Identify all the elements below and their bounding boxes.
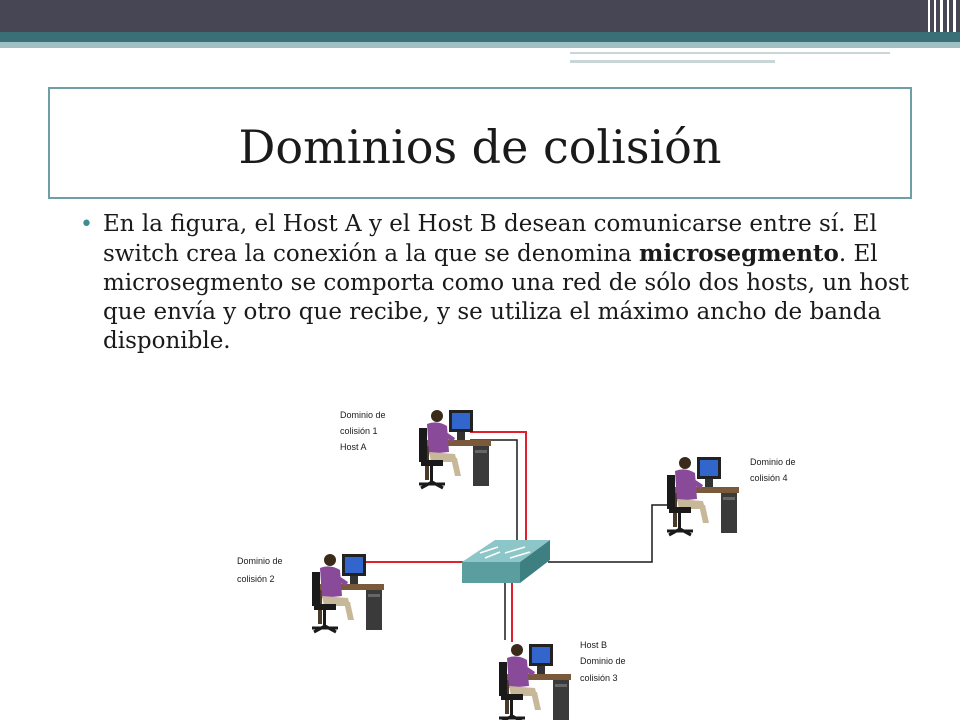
workstation-domain-4-icon [665, 455, 741, 537]
bullet-item: • En la figura, el Host A y el Host B de… [80, 210, 910, 356]
svg-text:Dominio de: Dominio de [750, 457, 796, 467]
header-band [0, 0, 960, 32]
svg-text:Host B: Host B [580, 640, 607, 650]
label-domain-1: Dominio de colisión 1 Host A [340, 410, 386, 452]
connection-lines [365, 431, 668, 642]
svg-text:Host A: Host A [340, 442, 367, 452]
header-rule-short [570, 60, 775, 63]
workstation-host-b-icon [497, 642, 573, 720]
header-light-band [0, 42, 960, 48]
svg-text:Dominio de: Dominio de [340, 410, 386, 420]
bullet-text-part-2: . El microsegmento se comporta como una … [103, 241, 910, 354]
svg-text:colisión 3: colisión 3 [580, 673, 618, 683]
bullet-text: En la figura, el Host A y el Host B dese… [103, 210, 910, 356]
label-domain-4: Dominio de colisión 4 [750, 457, 796, 483]
workstation-domain-2-icon [310, 552, 386, 634]
title-box: Dominios de colisión [48, 87, 912, 199]
switch-icon [462, 540, 550, 583]
slide-title: Dominios de colisión [238, 120, 722, 174]
bullet-dot: • [80, 212, 93, 237]
svg-text:colisión 1: colisión 1 [340, 426, 378, 436]
svg-text:colisión 4: colisión 4 [750, 473, 788, 483]
workstation-host-a-icon [417, 408, 493, 490]
label-domain-2: Dominio de colisión 2 [237, 556, 283, 584]
bullet-text-part-1: En la figura, el Host A y el Host B dese… [103, 211, 877, 267]
bullet-text-bold: microsegmento [639, 240, 839, 267]
header-rule [570, 52, 890, 54]
svg-text:Dominio de: Dominio de [580, 656, 626, 666]
label-domain-3: Host B Dominio de colisión 3 [580, 640, 626, 683]
svg-text:Dominio de: Dominio de [237, 556, 283, 566]
header-teal-band [0, 32, 960, 42]
svg-text:colisión 2: colisión 2 [237, 574, 275, 584]
